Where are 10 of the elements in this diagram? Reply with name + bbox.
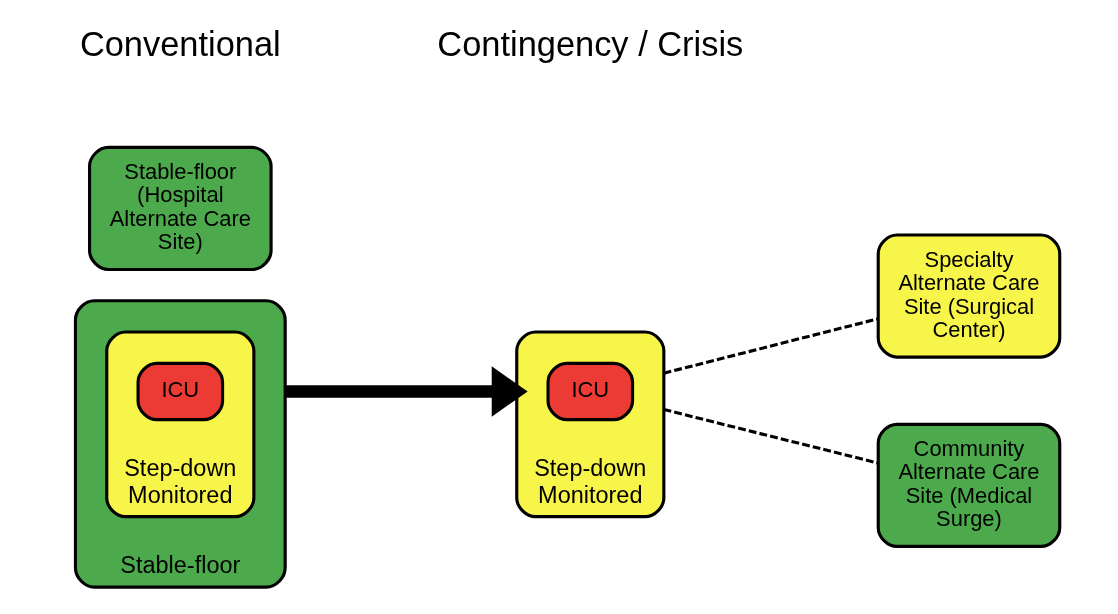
connector [663, 317, 878, 375]
node-box: Community Alternate Care Site (Medical Surge) [876, 422, 1062, 548]
node-box: ICU [546, 361, 635, 422]
arrow [285, 366, 528, 417]
label: Conventional [79, 25, 281, 63]
label: Contingency / Crisis [437, 25, 744, 63]
node-box: Stable-floor (Hospital Alternate Care Site) [88, 145, 273, 271]
node-box: ICU [136, 361, 225, 422]
node-box: Specialty Alternate Care Site (Surgical Center) [876, 233, 1062, 359]
connector [663, 408, 878, 465]
